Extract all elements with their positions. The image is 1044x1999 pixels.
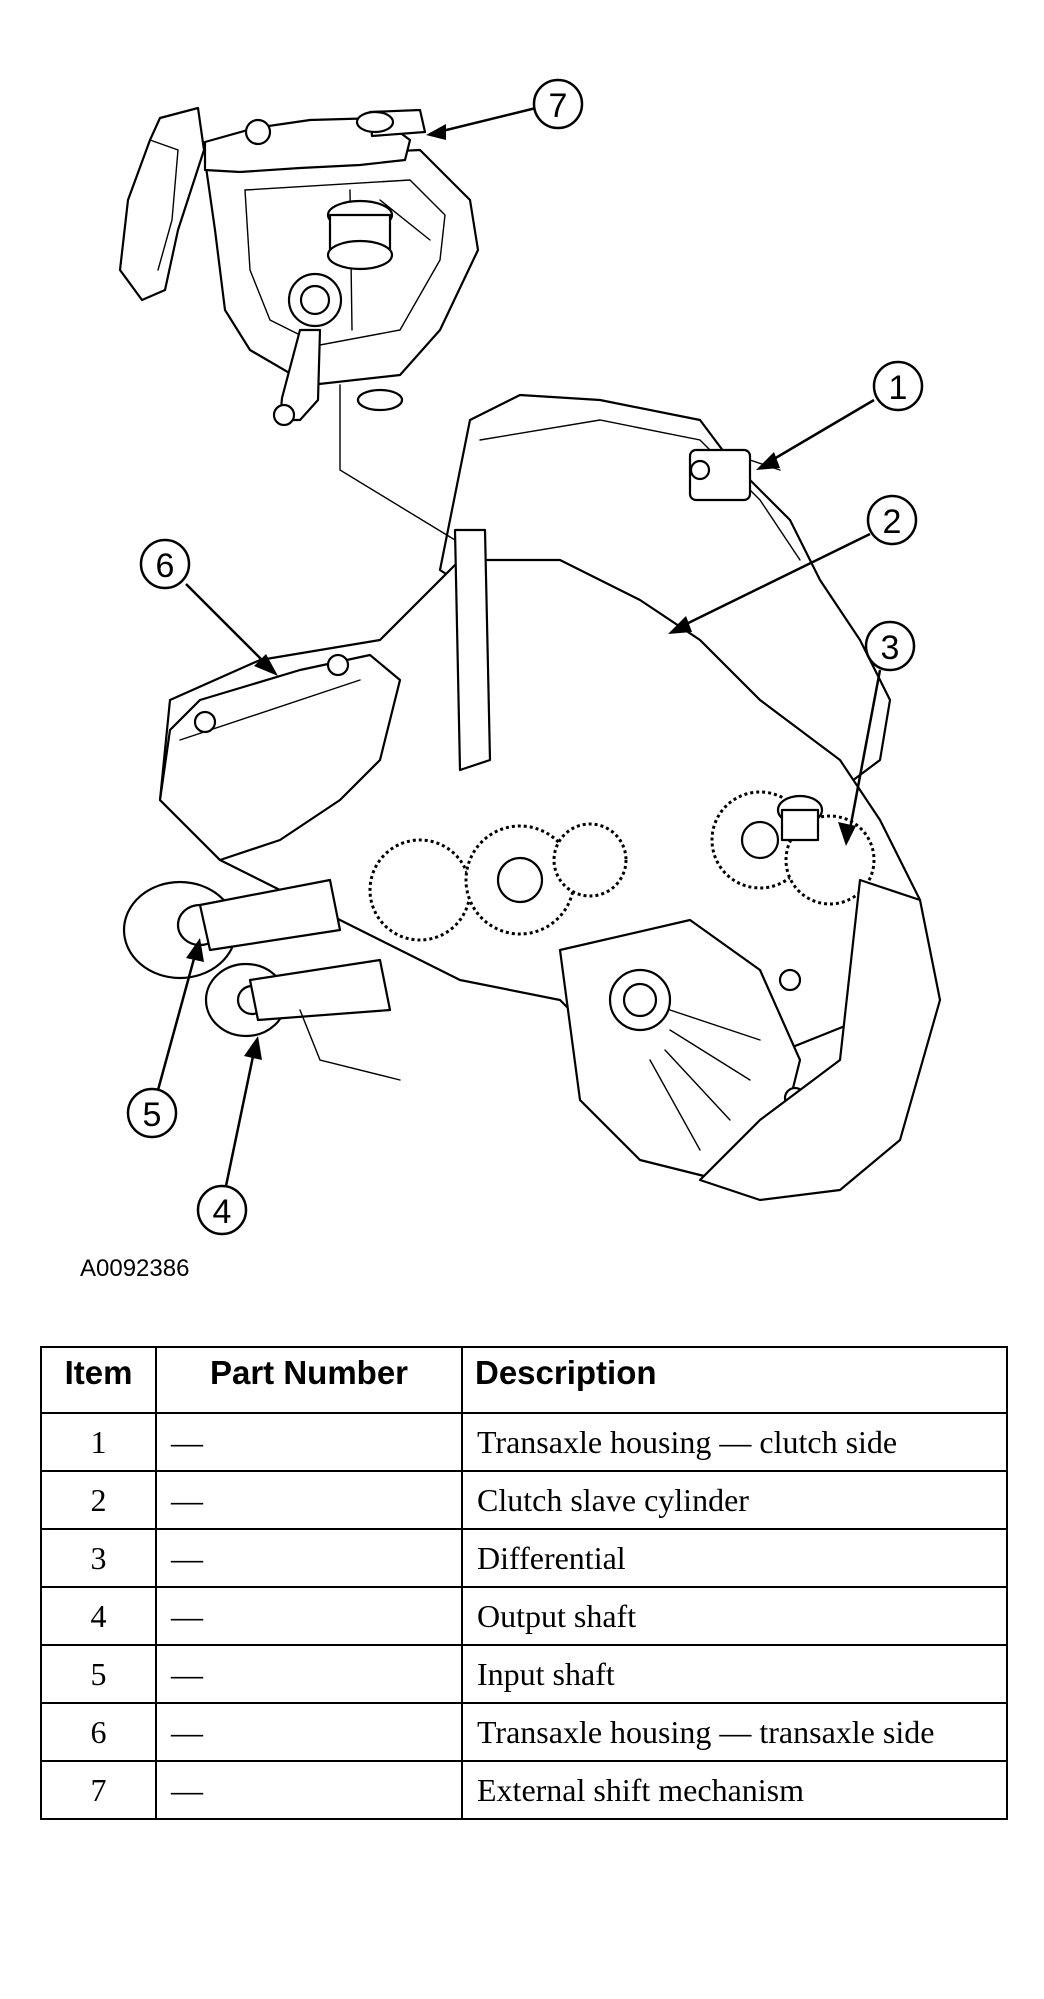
table-row: 1 — Transaxle housing — clutch side [40,1412,1008,1472]
callout-7-label: 7 [549,87,568,125]
shift-mechanism-illustration [118,106,480,427]
callout-2-label: 2 [883,503,902,541]
cell-part-number: — [155,1702,463,1762]
cell-description: Input shaft [461,1644,1008,1704]
callout-4-label: 4 [213,1193,232,1231]
cell-item: 5 [40,1644,157,1704]
table-header-row: Item Part Number Description [40,1346,1008,1414]
callout-6-label: 6 [156,547,175,585]
cell-item: 1 [40,1412,157,1472]
cell-description: Transaxle housing — transaxle side [461,1702,1008,1762]
cell-part-number: — [155,1760,463,1820]
table-row: 6 — Transaxle housing — transaxle side [40,1702,1008,1762]
cell-description: External shift mechanism [461,1760,1008,1820]
callout-1: 1 [756,360,924,470]
table-row: 5 — Input shaft [40,1644,1008,1704]
cell-part-number: — [155,1412,463,1472]
callout-7: 7 [426,78,584,140]
table-row: 3 — Differential [40,1528,1008,1588]
callout-6: 6 [139,538,278,676]
callout-5-label: 5 [143,1096,162,1134]
transaxle-exploded-diagram: 7 1 2 3 6 5 4 [118,78,942,1236]
table-row: 2 — Clutch slave cylinder [40,1470,1008,1530]
table-row: 4 — Output shaft [40,1586,1008,1646]
cell-description: Differential [461,1528,1008,1588]
callout-1-label: 1 [889,369,908,407]
cell-item: 4 [40,1586,157,1646]
callout-3-label: 3 [881,629,900,667]
header-part-number: Part Number [155,1346,463,1414]
callout-5: 5 [126,938,204,1139]
callout-4: 4 [196,1036,262,1236]
cell-description: Transaxle housing — clutch side [461,1412,1008,1472]
cell-part-number: — [155,1470,463,1530]
cell-part-number: — [155,1644,463,1704]
header-item: Item [40,1346,157,1414]
figure-code: A0092386 [80,1255,190,1282]
cell-part-number: — [155,1528,463,1588]
cell-description: Output shaft [461,1586,1008,1646]
header-description: Description [461,1346,1008,1414]
table-row: 7 — External shift mechanism [40,1760,1008,1820]
cell-item: 6 [40,1702,157,1762]
callout-2: 2 [668,494,918,634]
cell-description: Clutch slave cylinder [461,1470,1008,1530]
cell-part-number: — [155,1586,463,1646]
parts-table: Item Part Number Description 1 — Transax… [40,1346,1008,1820]
callout-3: 3 [838,620,916,846]
cell-item: 3 [40,1528,157,1588]
cell-item: 2 [40,1470,157,1530]
cell-item: 7 [40,1760,157,1820]
transaxle-housing-illustration [122,384,942,1202]
